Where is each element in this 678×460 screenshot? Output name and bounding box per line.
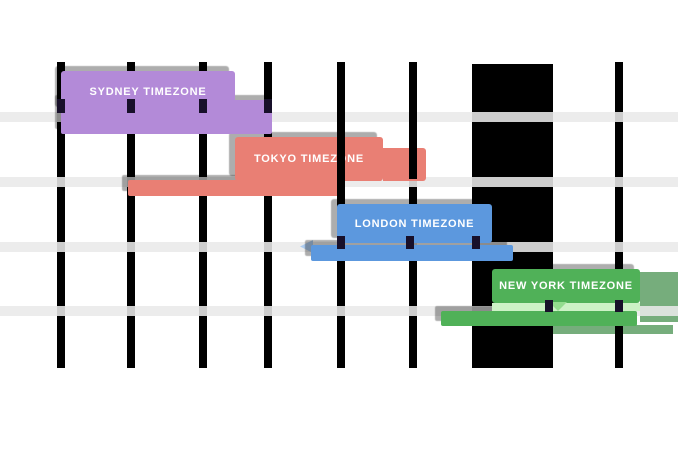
sydney-label-block: SYDNEY TIMEZONE (61, 71, 235, 112)
gridline-stub (127, 99, 135, 113)
gridline-stub (199, 99, 207, 113)
newyork-label-block: NEW YORK TIMEZONE (492, 269, 640, 303)
london-range-strip (311, 245, 513, 261)
gridline-stub (472, 236, 480, 249)
hour-gridline (57, 62, 65, 368)
gridline-stub (337, 236, 345, 249)
gridline-stub (615, 300, 623, 312)
newyork-light-strip (492, 303, 640, 311)
hour-gridline (127, 62, 135, 368)
newyork-down-chevron-icon (549, 302, 567, 311)
hour-gridline-overlay (337, 62, 345, 196)
sydney-label: SYDNEY TIMEZONE (89, 85, 207, 98)
gridline-stub (264, 99, 272, 113)
london-label-block: LONDON TIMEZONE (337, 204, 492, 243)
hour-gridline-overlay (409, 62, 417, 179)
row-band (0, 306, 678, 316)
tokyo-label-extension (383, 148, 426, 181)
gridline-stub (57, 99, 65, 113)
hour-gridline (615, 62, 623, 368)
tokyo-label: TOKYO TIMEZONE (253, 153, 364, 165)
tokyo-label-block: TOKYO TIMEZONE (235, 137, 383, 181)
london-label: LONDON TIMEZONE (354, 217, 475, 230)
newyork-range-strip (441, 311, 637, 326)
newyork-muted-strip (482, 325, 673, 334)
newyork-label: NEW YORK TIMEZONE (499, 280, 633, 292)
gridline-stub (406, 236, 414, 249)
tokyo-range-strip (128, 180, 340, 196)
hour-gridline (264, 62, 272, 368)
gridline-stub (545, 300, 553, 312)
hour-gridline (199, 62, 207, 368)
